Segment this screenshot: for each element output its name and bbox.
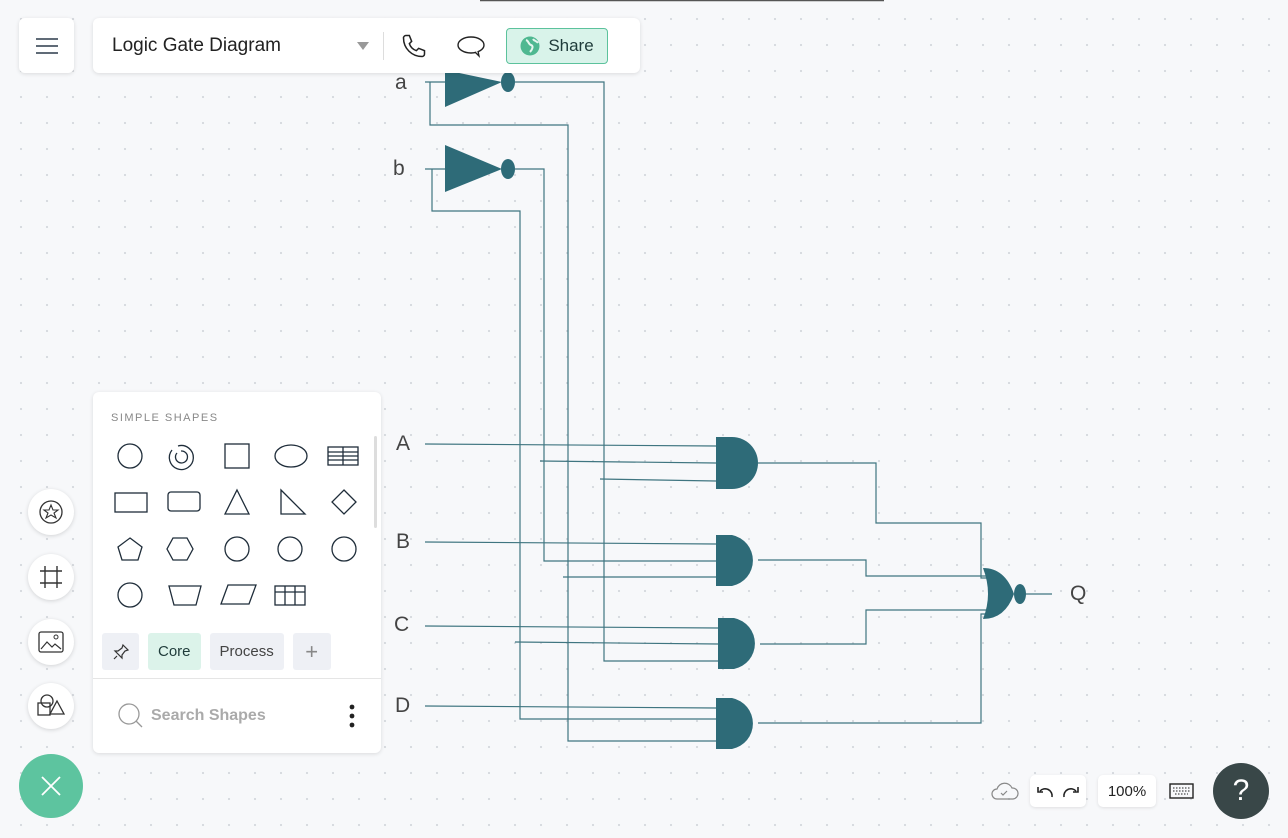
undo-redo-group xyxy=(1030,775,1086,807)
search-placeholder: Search Shapes xyxy=(151,707,266,724)
menu-button[interactable] xyxy=(19,18,74,73)
shape-rectangle xyxy=(114,492,148,513)
templates-button[interactable] xyxy=(28,489,74,535)
cloud-saved-icon xyxy=(991,782,1019,800)
input-label-D: D xyxy=(395,694,411,717)
help-button[interactable]: ? xyxy=(1213,763,1269,819)
globe-icon xyxy=(520,36,540,55)
keyboard-icon[interactable] xyxy=(1169,783,1194,799)
input-label-a: a xyxy=(395,71,407,94)
shapes-icon xyxy=(37,694,66,716)
shape-nonagon xyxy=(331,536,357,562)
section-title: SIMPLE SHAPES xyxy=(111,412,219,424)
image-icon xyxy=(38,631,64,653)
divider xyxy=(383,31,384,60)
shapes-panel: SIMPLE SHAPES Core Process + Search Shap… xyxy=(93,392,381,753)
tab-core[interactable]: Core xyxy=(148,633,201,670)
tab-process[interactable]: Process xyxy=(209,633,284,670)
comment-icon[interactable] xyxy=(456,34,486,58)
shape-hexagon xyxy=(166,537,194,561)
title-dropdown-icon[interactable] xyxy=(357,41,369,50)
frame-icon xyxy=(40,566,62,588)
redo-icon[interactable] xyxy=(1062,784,1080,798)
search-shapes-input[interactable]: Search Shapes xyxy=(93,678,381,753)
wires xyxy=(424,81,1052,742)
pin-tab[interactable] xyxy=(102,633,139,670)
shape-trapezoid xyxy=(168,585,202,606)
undo-icon[interactable] xyxy=(1036,784,1054,798)
input-label-C: C xyxy=(394,613,410,636)
shape-right-triangle xyxy=(280,488,307,515)
shape-octagon xyxy=(277,536,303,562)
zoom-level[interactable]: 100% xyxy=(1098,775,1156,807)
shape-heptagon xyxy=(224,536,250,562)
phone-icon[interactable] xyxy=(400,32,428,60)
shape-table xyxy=(274,585,306,606)
star-badge-icon xyxy=(39,500,63,524)
document-title[interactable]: Logic Gate Diagram xyxy=(112,34,281,56)
input-label-A: A xyxy=(396,432,411,455)
close-icon xyxy=(41,776,61,796)
share-button[interactable]: Share xyxy=(506,27,608,64)
shape-diamond xyxy=(331,489,357,515)
more-options-icon[interactable] xyxy=(349,704,355,728)
input-label-b: b xyxy=(393,157,405,180)
scrollbar[interactable] xyxy=(374,436,377,528)
shape-donut xyxy=(168,444,194,471)
shape-grid[interactable] xyxy=(103,432,373,632)
shape-square xyxy=(224,443,250,469)
shape-parallelogram xyxy=(220,584,257,605)
pin-icon xyxy=(113,643,129,659)
image-button[interactable] xyxy=(28,619,74,665)
shape-striped-table xyxy=(327,446,359,466)
shape-triangle xyxy=(223,488,251,515)
hamburger-icon xyxy=(35,37,58,54)
output-label-Q: Q xyxy=(1070,582,1087,605)
shapes-library-button[interactable] xyxy=(28,683,74,729)
top-toolbar: Logic Gate Diagram Share xyxy=(93,18,640,73)
share-label: Share xyxy=(548,35,594,55)
input-label-B: B xyxy=(396,530,411,553)
logic-gates[interactable] xyxy=(445,70,1026,749)
shape-decagon xyxy=(117,582,143,608)
shape-circle xyxy=(117,443,143,469)
add-tab-button[interactable]: + xyxy=(292,633,331,670)
search-icon xyxy=(118,703,143,728)
shape-rounded-rectangle xyxy=(167,491,201,512)
close-panel-button[interactable] xyxy=(19,754,83,818)
shape-ellipse xyxy=(274,444,308,468)
shape-pentagon xyxy=(117,537,143,561)
frame-button[interactable] xyxy=(28,554,74,600)
